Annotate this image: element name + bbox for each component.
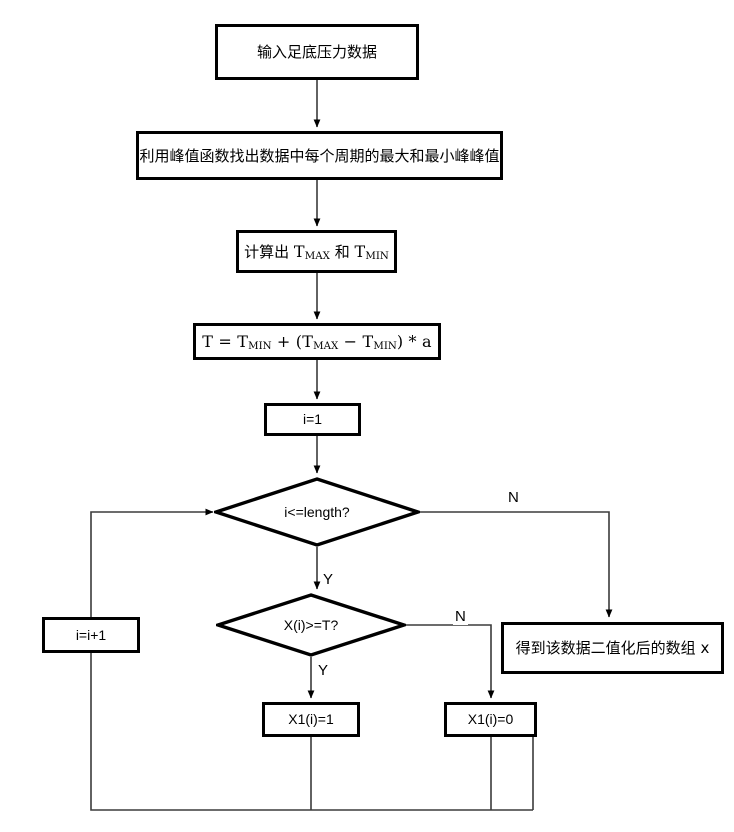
diamond-shape-compare	[216, 593, 406, 657]
node-threshold-formula[interactable]: T = TMIN + (TMAX − TMIN) * a	[193, 323, 441, 360]
node-output-array[interactable]: 得到该数据二值化后的数组 x	[501, 622, 724, 674]
node-find-peaks[interactable]: 利用峰值函数找出数据中每个周期的最大和最小峰峰值	[136, 131, 503, 180]
node-loop-condition[interactable]: i<=length?	[214, 477, 420, 547]
edge-label-loop-yes: Y	[321, 571, 336, 588]
edge-label-loop-no: N	[506, 489, 521, 506]
node-loop-condition-label: i<=length?	[284, 504, 350, 520]
edge-label-compare-yes: Y	[316, 662, 331, 679]
edge-rail-to-loop-back	[90, 508, 533, 811]
node-compute-tmin: TMIN	[354, 241, 389, 263]
node-compare-threshold[interactable]: X(i)>=T?	[216, 593, 406, 657]
node-set-zero-label: X1(i)=0	[467, 711, 514, 728]
node-set-zero[interactable]: X1(i)=0	[444, 702, 537, 737]
edge-compare-no-to-setzero	[406, 624, 495, 699]
edge-label-compare-no: N	[453, 608, 468, 625]
node-compare-threshold-label: X(i)>=T?	[283, 617, 339, 633]
node-output-array-label: 得到该数据二值化后的数组 x	[515, 639, 710, 657]
node-input-data[interactable]: 输入足底压力数据	[215, 24, 419, 80]
node-init-i-label: i=1	[302, 411, 323, 428]
node-input-data-label: 输入足底压力数据	[256, 43, 377, 61]
node-threshold-formula-label: T = TMIN + (TMAX − TMIN) * a	[202, 331, 432, 353]
node-compute-tmax-tmin[interactable]: 计算出 TMAX 和 TMIN	[236, 230, 397, 273]
node-compute-label: 计算出 TMAX 和 TMIN	[244, 241, 389, 263]
node-set-one[interactable]: X1(i)=1	[262, 702, 360, 737]
node-increment-i-label: i=i+1	[75, 626, 107, 643]
node-increment-i[interactable]: i=i+1	[42, 617, 140, 653]
node-init-i[interactable]: i=1	[264, 403, 361, 436]
node-find-peaks-label: 利用峰值函数找出数据中每个周期的最大和最小峰峰值	[139, 146, 500, 165]
diamond-shape-loop	[214, 477, 420, 547]
node-set-one-label: X1(i)=1	[288, 711, 334, 728]
node-compute-tmax: TMAX	[293, 241, 330, 263]
edge-loop-no-to-output	[420, 511, 613, 618]
